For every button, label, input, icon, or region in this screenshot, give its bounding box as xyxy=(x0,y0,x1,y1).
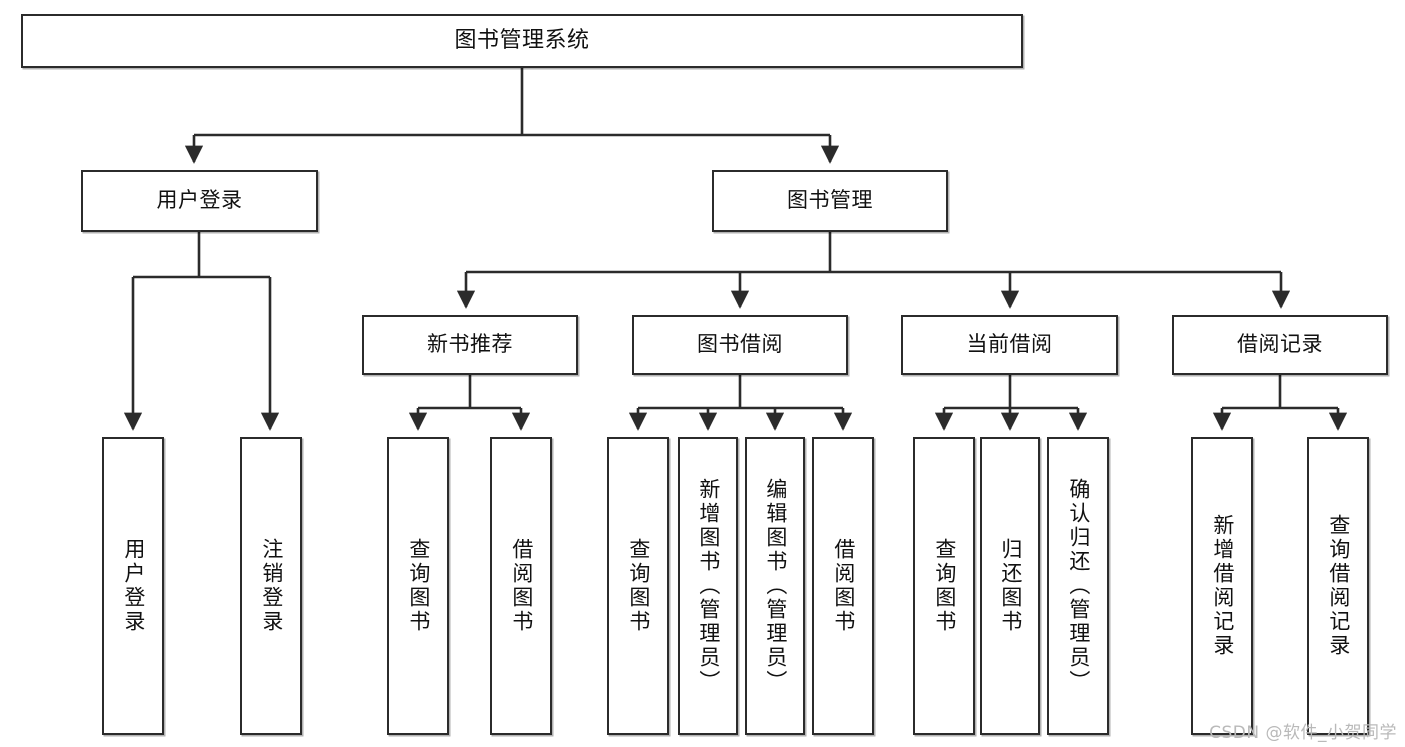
watermark: CSDN @软件_小贺同学 xyxy=(1209,723,1397,743)
node-label: 借阅记录 xyxy=(1237,332,1323,357)
leaf-user-login[interactable]: 用户登录 xyxy=(102,437,164,735)
leaf-confirm-return[interactable]: 确认归还（管理员） xyxy=(1047,437,1109,735)
node-user-login[interactable]: 用户登录 xyxy=(81,170,318,232)
node-label: 用户登录 xyxy=(156,188,243,213)
node-label: 图书管理 xyxy=(787,188,873,213)
leaf-borrow-book[interactable]: 借阅图书 xyxy=(812,437,874,735)
node-new-book-recommend[interactable]: 新书推荐 xyxy=(362,315,578,375)
node-label: 图书借阅 xyxy=(697,332,783,357)
leaf-query-book-borrow[interactable]: 查询图书 xyxy=(607,437,669,735)
node-current-borrow[interactable]: 当前借阅 xyxy=(901,315,1118,375)
leaf-query-book-recommend[interactable]: 查询图书 xyxy=(387,437,449,735)
node-label: 查询图书 xyxy=(932,538,957,634)
node-label: 查询图书 xyxy=(406,538,431,634)
node-borrow-record[interactable]: 借阅记录 xyxy=(1172,315,1388,375)
leaf-query-borrow-record[interactable]: 查询借阅记录 xyxy=(1307,437,1369,735)
node-label: 借阅图书 xyxy=(509,538,534,634)
node-label: 查询借阅记录 xyxy=(1326,514,1351,658)
node-label: 借阅图书 xyxy=(831,538,856,634)
leaf-add-borrow-record[interactable]: 新增借阅记录 xyxy=(1191,437,1253,735)
leaf-edit-book[interactable]: 编辑图书（管理员） xyxy=(745,437,805,735)
node-label: 查询图书 xyxy=(626,538,651,634)
node-label: 注销登录 xyxy=(259,538,284,634)
leaf-user-logout[interactable]: 注销登录 xyxy=(240,437,302,735)
node-book-borrow[interactable]: 图书借阅 xyxy=(632,315,848,375)
leaf-return-book[interactable]: 归还图书 xyxy=(980,437,1040,735)
node-book-manage[interactable]: 图书管理 xyxy=(712,170,948,232)
node-label: 图书管理系统 xyxy=(454,27,590,53)
node-label: 新增图书（管理员） xyxy=(696,478,721,694)
node-root-book-management-system[interactable]: 图书管理系统 xyxy=(21,14,1023,68)
node-label: 归还图书 xyxy=(998,538,1023,634)
leaf-borrow-book-recommend[interactable]: 借阅图书 xyxy=(490,437,552,735)
node-label: 当前借阅 xyxy=(966,332,1053,357)
leaf-query-book-current[interactable]: 查询图书 xyxy=(913,437,975,735)
node-label: 新书推荐 xyxy=(427,332,513,357)
leaf-add-book[interactable]: 新增图书（管理员） xyxy=(678,437,738,735)
node-label: 新增借阅记录 xyxy=(1210,514,1235,658)
node-label: 用户登录 xyxy=(121,538,146,634)
node-label: 确认归还（管理员） xyxy=(1066,478,1091,694)
node-label: 编辑图书（管理员） xyxy=(763,478,788,694)
